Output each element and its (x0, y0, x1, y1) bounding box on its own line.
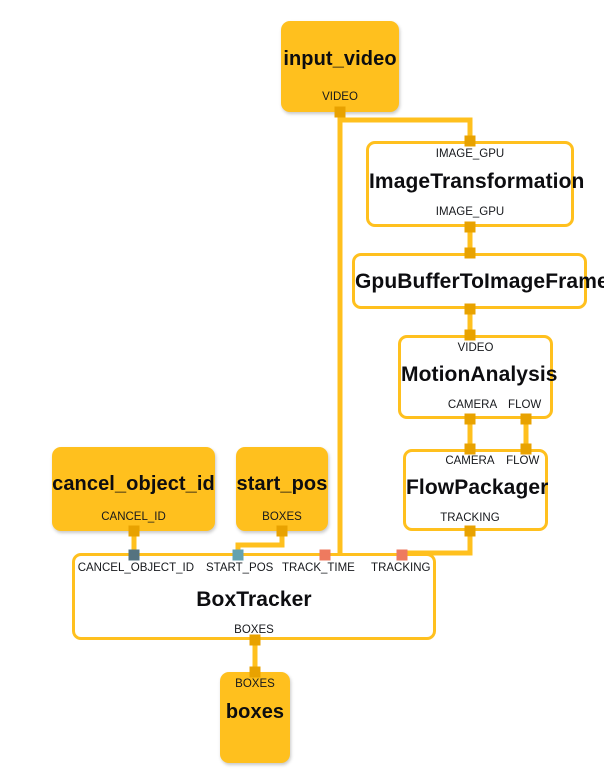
node-boxes[interactable]: BOXES boxes (220, 672, 290, 763)
edge-input_video-to-image_transformation (340, 117, 473, 141)
connector-flow-packager-in-camera[interactable] (464, 443, 476, 455)
node-title: start_pos (236, 473, 328, 495)
connector-motion-analysis-in-video[interactable] (464, 329, 476, 341)
port-label-in-cancel-object-id: CANCEL_OBJECT_ID (77, 562, 195, 574)
port-label-video: VIDEO (322, 91, 358, 103)
port-label-out-boxes: BOXES (234, 624, 274, 636)
connector-box-tracker-in-track-time[interactable] (319, 549, 331, 561)
node-title: BoxTracker (196, 588, 312, 611)
port-label-in-image-gpu: IMAGE_GPU (435, 148, 505, 160)
connector-motion-analysis-out-camera[interactable] (464, 413, 476, 425)
connector-motion-analysis-out-flow[interactable] (520, 413, 532, 425)
port-label-boxes: BOXES (262, 511, 302, 523)
connector-gpu-buffer-out[interactable] (464, 303, 476, 315)
node-gpu-buffer-to-image-frame[interactable]: GpuBufferToImageFrame (352, 253, 604, 309)
node-title: MotionAnalysis (401, 363, 558, 386)
port-label-in-flow: FLOW (506, 455, 540, 467)
connector-flow-packager-out-tracking[interactable] (464, 525, 476, 537)
connector-boxes-in[interactable] (249, 666, 261, 678)
port-label-in-start-pos: START_POS (206, 562, 274, 574)
port-label-out-tracking: TRACKING (440, 512, 500, 524)
connector-gpu-buffer-in[interactable] (464, 247, 476, 259)
connector-image-transformation-out[interactable] (464, 221, 476, 233)
connector-input-video-out[interactable] (334, 106, 346, 118)
connector-box-tracker-in-start-pos[interactable] (232, 549, 244, 561)
port-label-in-tracking: TRACKING (371, 562, 431, 574)
node-flow-packager[interactable]: CAMERA FLOW FlowPackager TRACKING (403, 449, 548, 531)
edge-flow_tracking-to-box_tracking (402, 531, 473, 556)
port-label-out-camera: CAMERA (447, 399, 498, 411)
node-title: cancel_object_id (52, 473, 215, 495)
node-start-pos[interactable]: start_pos BOXES (236, 447, 328, 531)
port-label-in-camera: CAMERA (445, 455, 495, 467)
node-title: input_video (283, 48, 397, 70)
node-cancel-object-id[interactable]: cancel_object_id CANCEL_ID (52, 447, 215, 531)
port-label-in-track-time: TRACK_TIME (282, 562, 355, 574)
node-box-tracker[interactable]: CANCEL_OBJECT_ID START_POS TRACK_TIME TR… (72, 553, 436, 640)
port-label-out-image-gpu: IMAGE_GPU (435, 206, 505, 218)
connector-box-tracker-in-cancel-object-id[interactable] (128, 549, 140, 561)
connector-flow-packager-in-flow[interactable] (520, 443, 532, 455)
connector-box-tracker-out-boxes[interactable] (249, 634, 261, 646)
edge-start_pos-to-box_tracker (235, 531, 285, 553)
connector-start-pos-out[interactable] (276, 525, 288, 537)
node-title: ImageTransformation (369, 170, 585, 193)
node-title: FlowPackager (406, 476, 549, 499)
connector-cancel-object-id-out[interactable] (128, 525, 140, 537)
node-motion-analysis[interactable]: VIDEO MotionAnalysis CAMERA FLOW (398, 335, 558, 419)
port-label-out-flow: FLOW (508, 399, 542, 411)
node-input-video[interactable]: input_video VIDEO (281, 21, 399, 112)
connector-box-tracker-in-tracking[interactable] (396, 549, 408, 561)
node-image-transformation[interactable]: IMAGE_GPU ImageTransformation IMAGE_GPU (366, 141, 585, 227)
port-label-cancel-id: CANCEL_ID (101, 511, 166, 523)
node-title: GpuBufferToImageFrame (355, 270, 604, 293)
port-label-in-video: VIDEO (457, 342, 494, 354)
node-title: boxes (225, 701, 285, 723)
connector-image-transformation-in[interactable] (464, 135, 476, 147)
port-label-in-boxes: BOXES (235, 678, 275, 690)
